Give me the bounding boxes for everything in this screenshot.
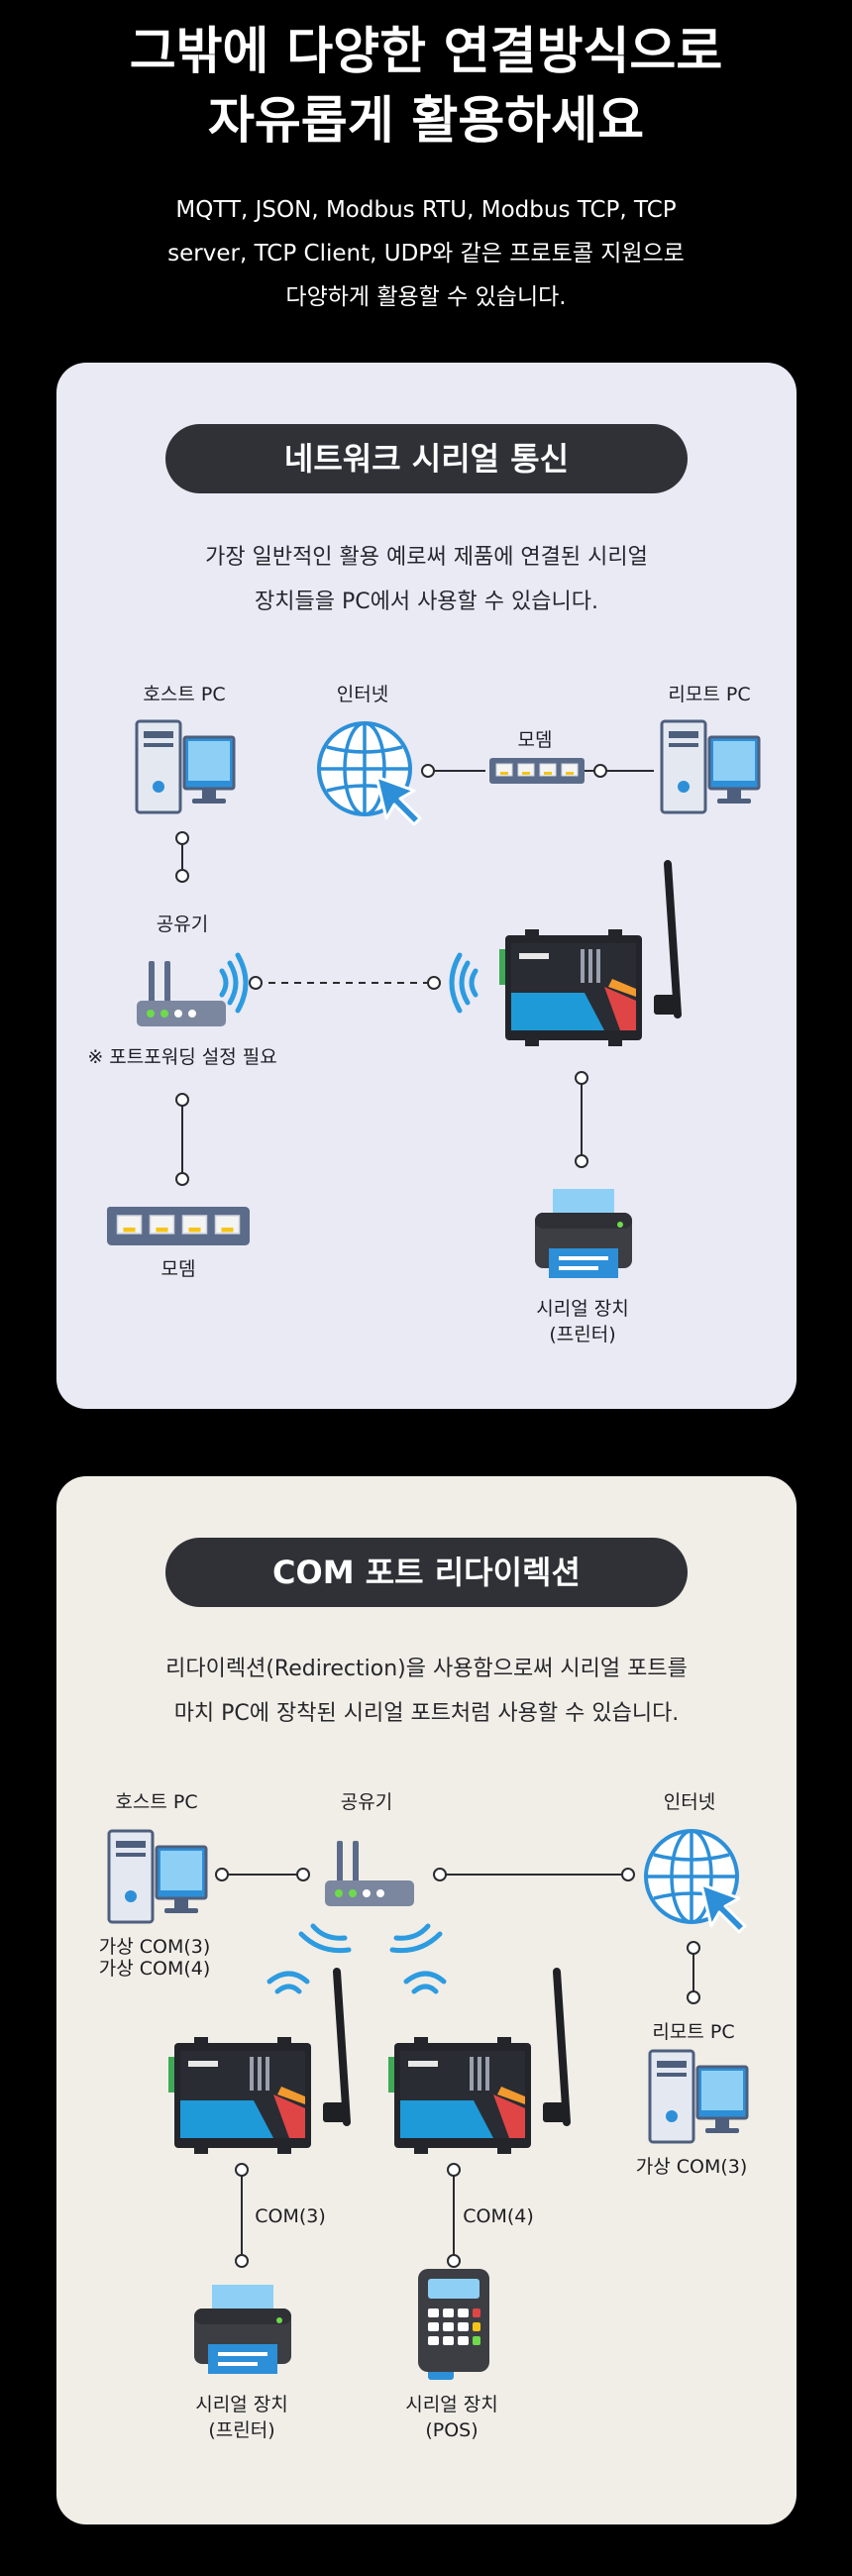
label-modem-top: 모뎀 (517, 729, 553, 751)
label-com4: COM(4) (463, 2205, 534, 2227)
wifi-icon (298, 1923, 443, 1954)
remote-pc-icon (660, 719, 761, 814)
serial-server-icon (499, 864, 678, 1046)
label-router: 공유기 (156, 913, 209, 935)
hero-desc-line2: server, TCP Client, UDP와 같은 프로토콜 지원으로 (167, 241, 685, 267)
section2-desc-line2: 마치 PC에 장착된 시리얼 포트처럼 사용할 수 있습니다. (173, 1701, 680, 1726)
section1-desc-line2: 장치들을 PC에서 사용할 수 있습니다. (255, 590, 598, 614)
label-remote-pc-2: 리모트 PC (652, 2021, 735, 2043)
label-serial-printer: 시리얼 장치 (195, 2394, 288, 2415)
label-modem-bottom: 모뎀 (160, 1258, 196, 1280)
hero-title-line2: 자유롭게 활용하세요 (207, 92, 645, 151)
modem-icon (488, 757, 586, 785)
router-icon (325, 1841, 414, 1906)
hero-description: MQTT, JSON, Modbus RTU, Modbus TCP, TCP … (0, 188, 852, 319)
pos-terminal-icon (418, 2269, 489, 2380)
label-remote-pc: 리모트 PC (668, 684, 751, 705)
wifi-icon (219, 952, 249, 1014)
section2-desc-line1: 리다이렉션(Redirection)을 사용함으로써 시리얼 포트를 (165, 1657, 688, 1681)
label-remote-virtual-com3: 가상 COM(3) (635, 2156, 748, 2178)
host-pc-icon (135, 719, 236, 814)
label-virtual-com4: 가상 COM(4) (98, 1958, 211, 1980)
hero-desc-line3: 다양하게 활용할 수 있습니다. (285, 284, 567, 310)
printer-icon (535, 1189, 632, 1278)
hero-title-line1: 그밖에 다양한 연결방식으로 (129, 23, 723, 81)
label-internet-2: 인터넷 (663, 1791, 716, 1813)
printer-icon (194, 2285, 291, 2374)
label-com3: COM(3) (255, 2205, 326, 2227)
hero-desc-line1: MQTT, JSON, Modbus RTU, Modbus TCP, TCP (175, 197, 677, 223)
hero-title: 그밖에 다양한 연결방식으로 자유롭게 활용하세요 (0, 18, 852, 157)
router-icon (137, 961, 226, 1026)
label-serial-device-sub: (프린터) (549, 1324, 616, 1345)
label-router-2: 공유기 (340, 1791, 393, 1813)
section1-description: 가장 일반적인 활용 예로써 제품에 연결된 시리얼 장치들을 PC에서 사용할… (56, 535, 797, 624)
label-serial-pos: 시리얼 장치 (405, 2394, 498, 2415)
section2-description: 리다이렉션(Redirection)을 사용함으로써 시리얼 포트를 마치 PC… (56, 1647, 797, 1736)
label-serial-printer-sub: (프린터) (208, 2419, 275, 2441)
label-host-pc: 호스트 PC (143, 684, 226, 705)
section2-title: COM 포트 리다이렉션 (165, 1538, 688, 1607)
cursor-icon (374, 775, 422, 826)
label-port-forward-note: ※ 포트포워딩 설정 필요 (87, 1046, 277, 1068)
modem-large-icon (106, 1206, 251, 1246)
wifi-icon (449, 952, 479, 1014)
label-host-pc-2: 호스트 PC (115, 1791, 198, 1813)
host-pc-icon (107, 1829, 208, 1924)
serial-server-icon (388, 1972, 567, 2154)
com-redirection-card: COM 포트 리다이렉션 리다이렉션(Redirection)을 사용함으로써 … (56, 1476, 797, 2524)
remote-pc-icon (648, 2049, 749, 2144)
serial-server-icon (168, 1972, 347, 2154)
cursor-icon (699, 1882, 747, 1934)
label-serial-device: 시리얼 장치 (536, 1298, 629, 1320)
section1-desc-line1: 가장 일반적인 활용 예로써 제품에 연결된 시리얼 (205, 545, 648, 570)
section1-title: 네트워크 시리얼 통신 (165, 424, 688, 493)
wifi-icon (266, 1971, 447, 1994)
label-serial-pos-sub: (POS) (425, 2419, 479, 2441)
label-virtual-com3: 가상 COM(3) (98, 1936, 211, 1958)
label-internet: 인터넷 (336, 684, 389, 705)
